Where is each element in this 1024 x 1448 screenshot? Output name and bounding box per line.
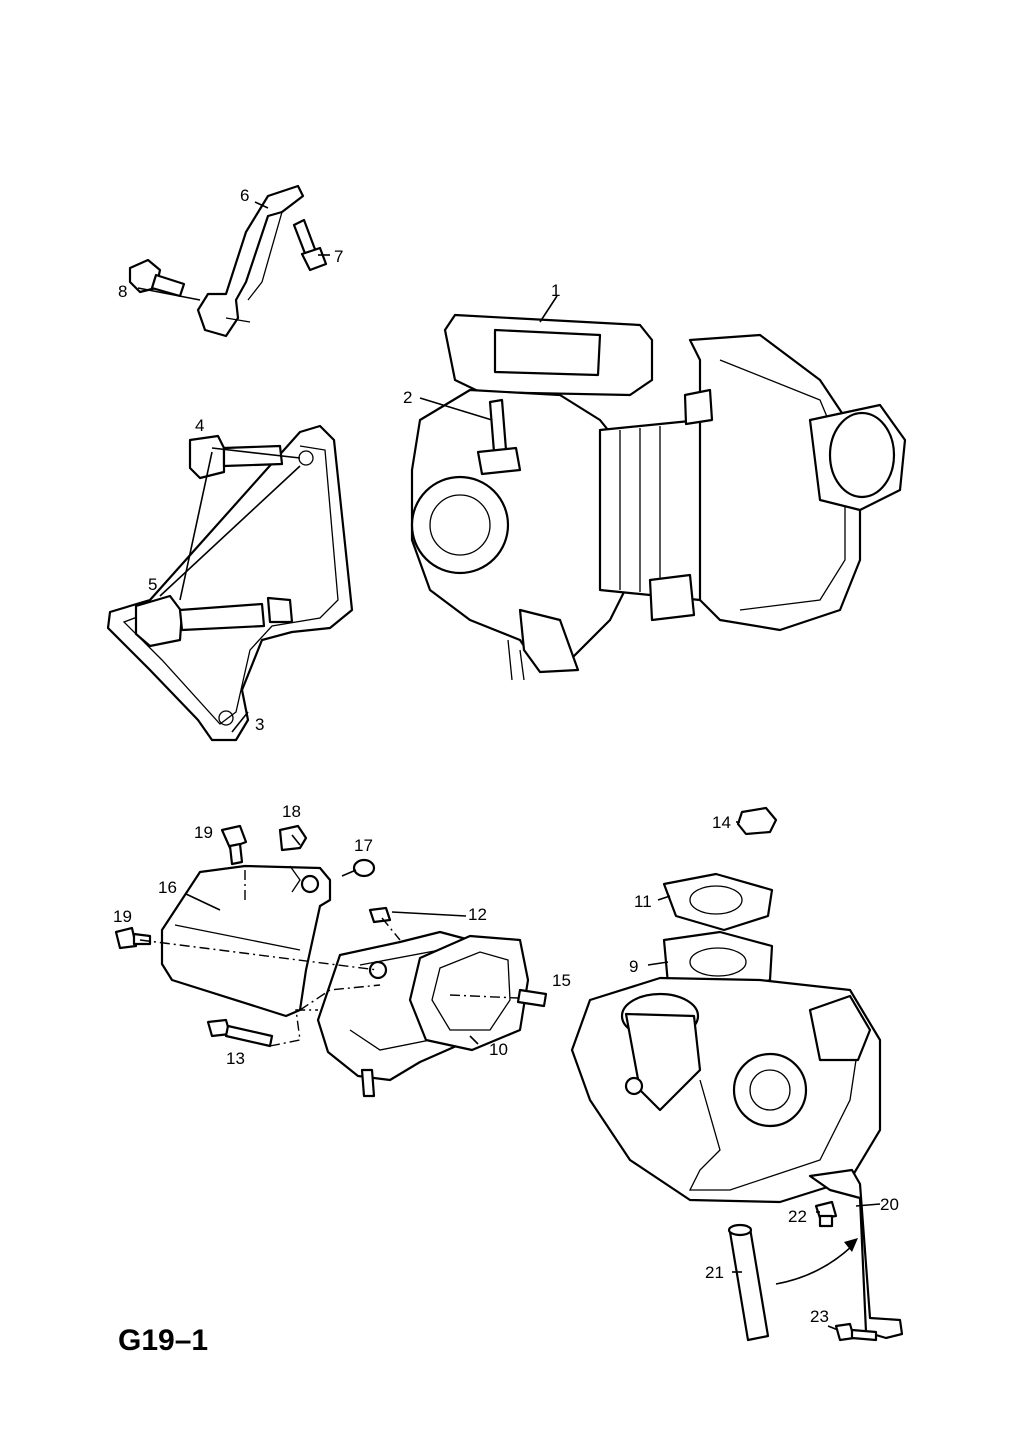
callout-19a: 19	[194, 823, 213, 842]
callout-5: 5	[148, 575, 157, 594]
leader-lines-bottom	[185, 821, 881, 1331]
callout-22: 22	[788, 1207, 807, 1226]
callout-15: 15	[552, 971, 571, 990]
callout-2: 2	[403, 388, 412, 407]
gasket-11	[662, 872, 774, 932]
callout-4: 4	[195, 416, 204, 435]
callout-9: 9	[629, 957, 638, 976]
stud-2	[476, 398, 522, 476]
callout-7: 7	[334, 247, 343, 266]
callout-14: 14	[712, 813, 731, 832]
callout-6: 6	[240, 186, 249, 205]
callout-13: 13	[226, 1049, 245, 1068]
callout-20: 20	[880, 1195, 899, 1214]
turbocharger-9	[570, 930, 882, 1204]
turbocharger-1	[410, 313, 907, 681]
assembly-arrow	[775, 1245, 853, 1285]
callout-8: 8	[118, 282, 127, 301]
washer-17	[352, 858, 376, 878]
leader-lines-top	[137, 201, 558, 733]
gasket-3	[106, 424, 354, 742]
pipe-21	[727, 1223, 770, 1342]
nut-14	[736, 806, 778, 836]
callout-3: 3	[255, 715, 264, 734]
assembly-arrowhead	[844, 1238, 858, 1252]
callout-12: 12	[468, 905, 487, 924]
callout-23: 23	[810, 1307, 829, 1326]
callout-10: 10	[489, 1040, 508, 1059]
diagram-code: G19–1	[118, 1324, 208, 1357]
stud-15	[516, 988, 548, 1008]
callout-11: 11	[634, 892, 652, 911]
assembly-lines-bottom	[139, 870, 519, 1047]
callout-16: 16	[158, 878, 177, 897]
bolt-7	[292, 218, 328, 272]
callout-19b: 19	[113, 907, 132, 926]
bolt-22	[814, 1200, 838, 1228]
callout-1: 1	[551, 281, 560, 300]
bolt-5	[134, 594, 266, 648]
heat-shield-16	[160, 864, 332, 1018]
callout-17: 17	[354, 836, 373, 855]
bolt-23	[834, 1322, 878, 1342]
bracket-20	[808, 1168, 904, 1340]
gasket-10	[408, 934, 530, 1052]
bolt-19b	[114, 926, 152, 950]
callout-21: 21	[705, 1263, 724, 1282]
callout-18: 18	[282, 802, 301, 821]
nut-18	[278, 824, 308, 852]
bolt-13	[206, 1018, 274, 1048]
stud-lower	[360, 1068, 376, 1098]
bolt-8	[128, 258, 186, 298]
bolt-19a	[220, 824, 248, 866]
bracket-6	[196, 184, 305, 338]
